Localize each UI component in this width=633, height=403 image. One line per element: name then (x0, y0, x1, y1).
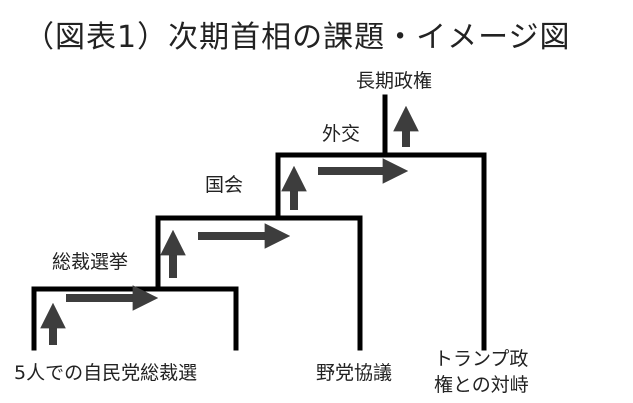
label-diplomacy: 外交 (322, 123, 361, 145)
label-long-term-government: 長期政権 (356, 70, 433, 92)
step-3-frame (275, 152, 487, 351)
label-trump-line-1: トランプ政 (434, 348, 529, 370)
diagram-title: （図表1）次期首相の課題・イメージ図 (24, 20, 571, 55)
label-five-candidate-ldp-election: 5人での自民党総裁選 (14, 362, 198, 384)
label-party-leader-election: 総裁選挙 (52, 251, 129, 273)
step-2-frame (155, 215, 363, 351)
label-diet: 国会 (205, 174, 244, 196)
label-opposition-talks: 野党協議 (316, 362, 393, 384)
label-trump-line-2: 権との対峙 (434, 374, 529, 396)
